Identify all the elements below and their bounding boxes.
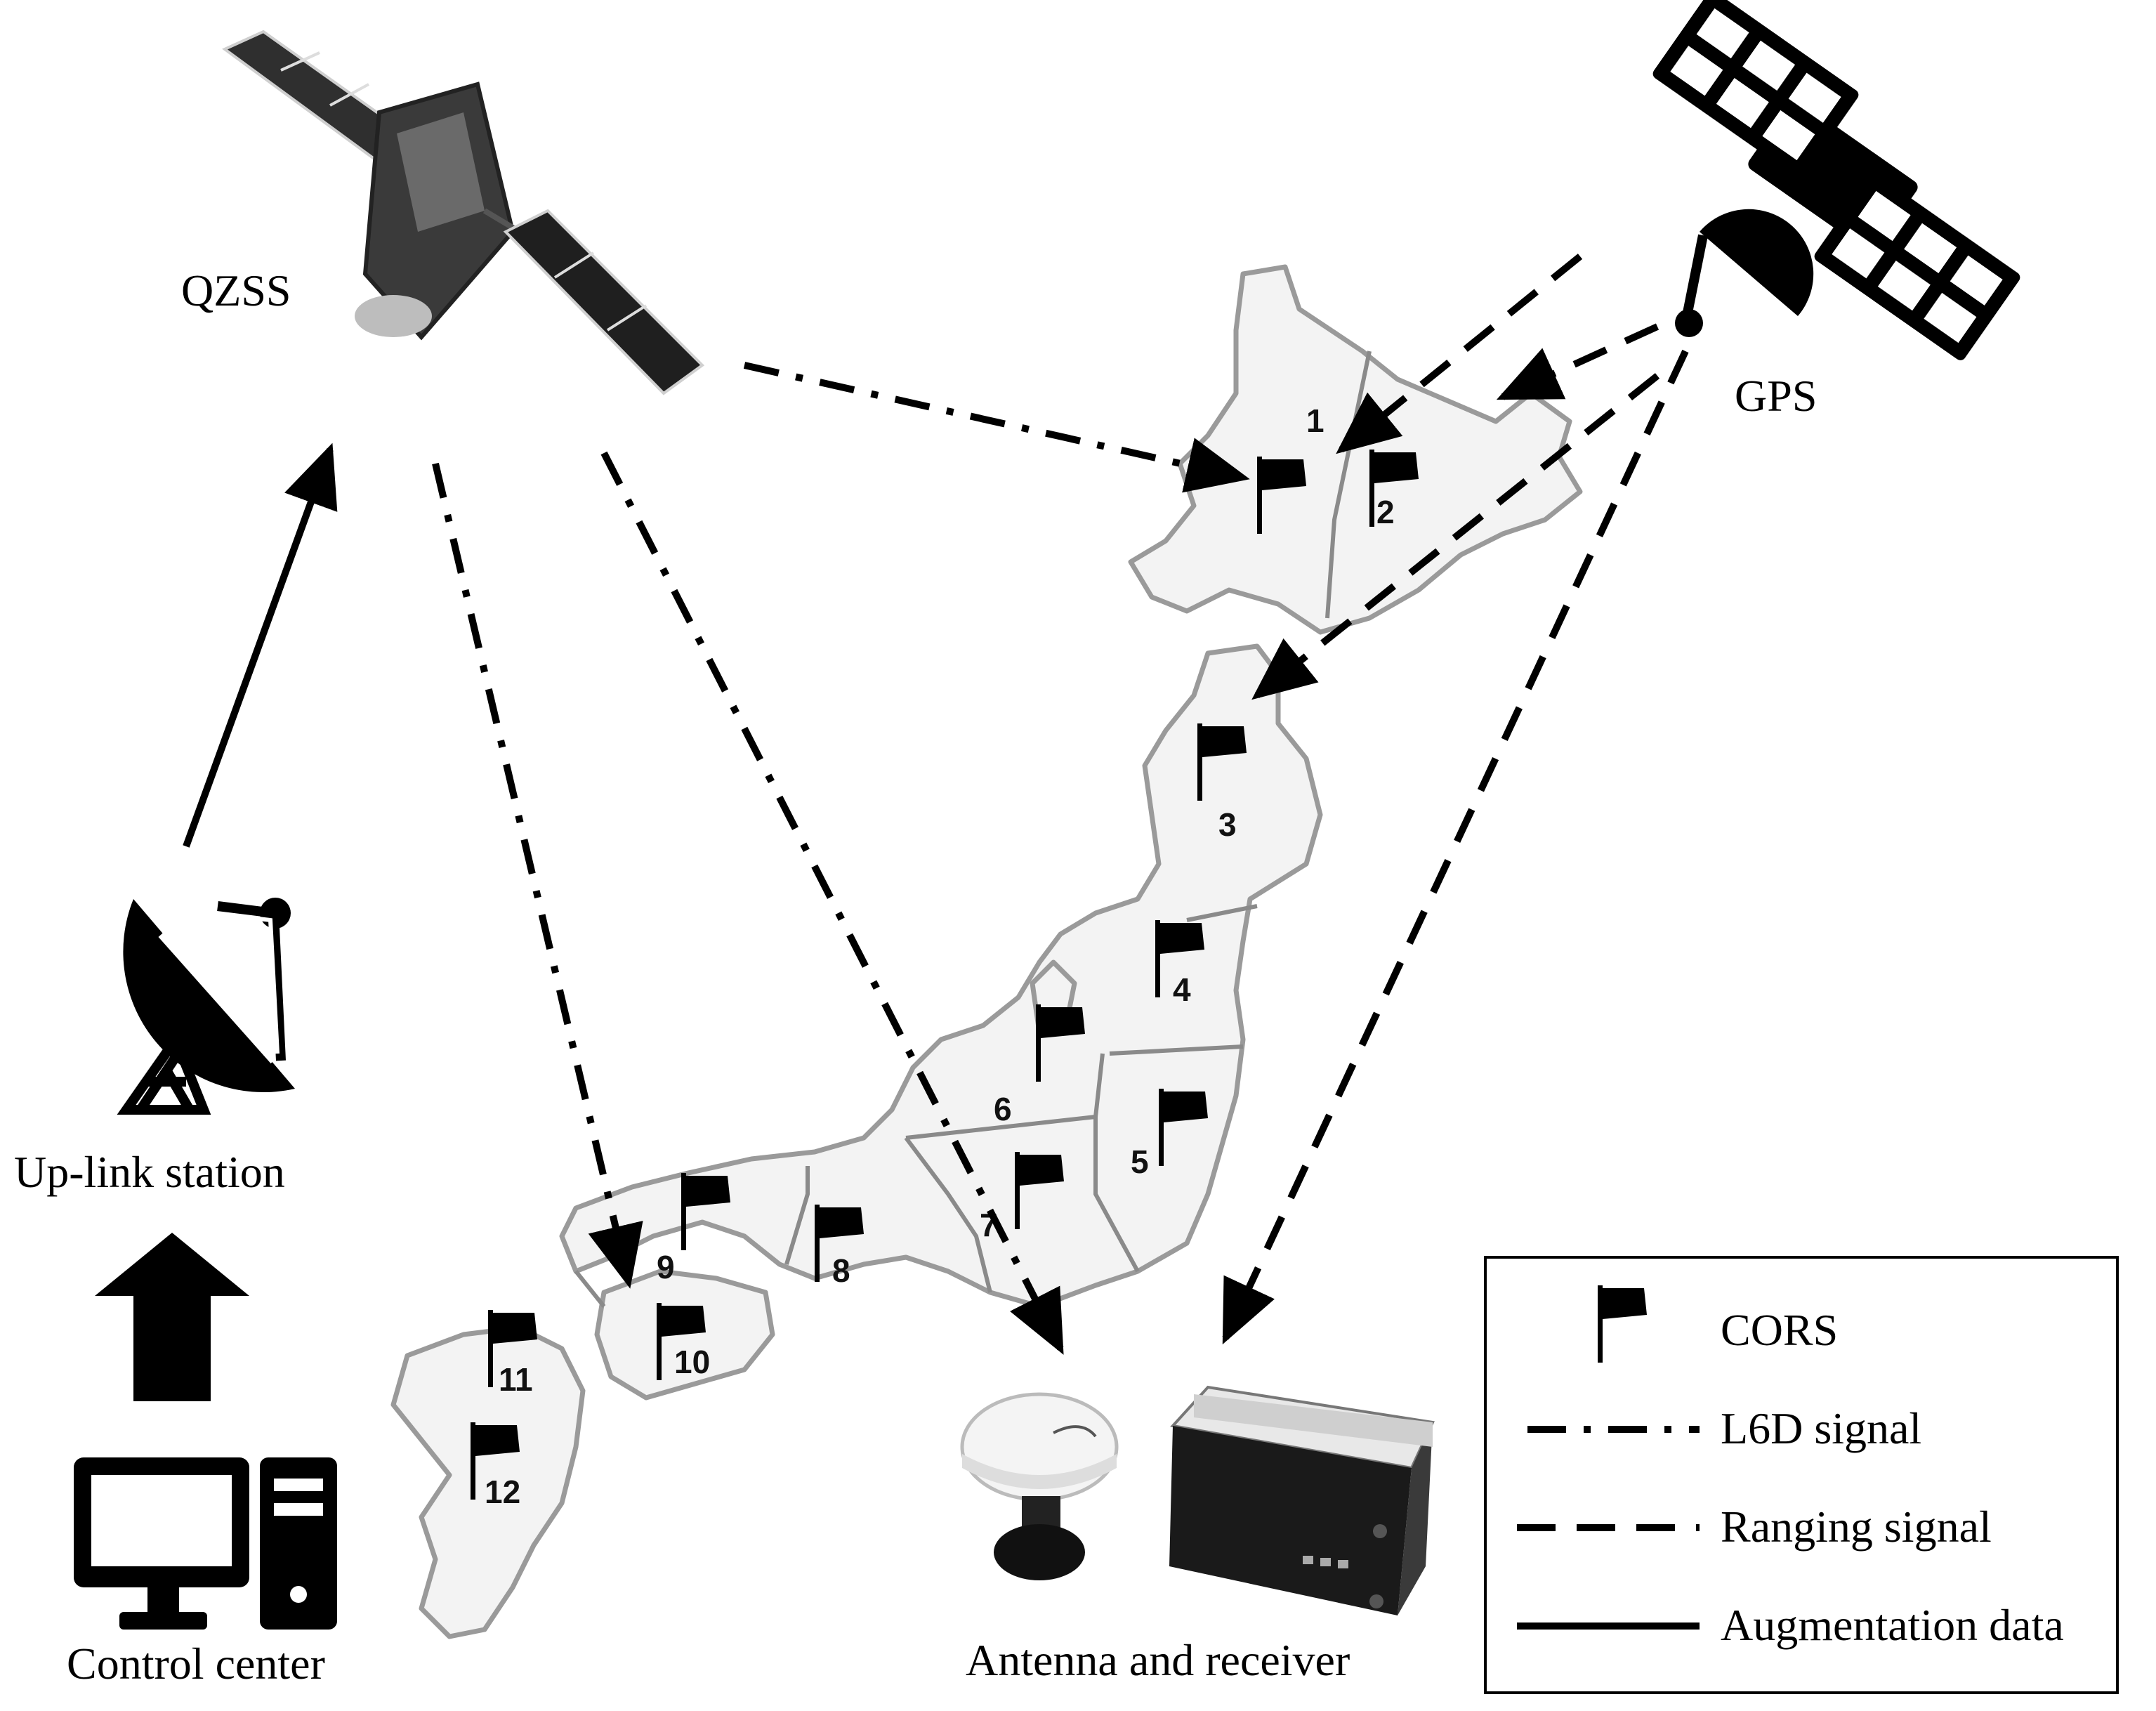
qzss-satellite-icon: [222, 29, 705, 395]
legend-ranging-label: Ranging signal: [1721, 1502, 1992, 1552]
map-shikoku: [594, 1268, 775, 1401]
map-hokkaido: [1128, 264, 1583, 635]
augmentation-arrow: [183, 442, 338, 848]
gnss-receiver-icon: [1169, 1385, 1435, 1615]
qzss-label: QZSS: [181, 266, 291, 315]
uplink-dish-icon: [117, 898, 295, 1115]
region-label: 4: [1173, 971, 1191, 1008]
data-transfer-arrow: [95, 1233, 249, 1401]
region-label: 1: [1306, 402, 1325, 439]
region-boundaries: [574, 350, 1372, 1308]
region-label: 10: [674, 1344, 710, 1380]
control-label: Control center: [67, 1639, 325, 1689]
ranging-signal-arrows: [1222, 254, 1689, 1345]
region-label: 11: [499, 1361, 533, 1398]
region-label: 9: [657, 1249, 675, 1285]
region-labels: 1 2 3 4 5 6 7 8 9 10 11 12: [485, 402, 1395, 1510]
legend-box: [1484, 1256, 2119, 1694]
legend-augmentation-label: Augmentation data: [1721, 1600, 2064, 1650]
l6d-signal-arrows: [432, 362, 1250, 1355]
computer-icon: [74, 1457, 337, 1630]
gps-label: GPS: [1735, 371, 1817, 421]
region-label: 8: [832, 1252, 850, 1289]
gnss-antenna-icon: [960, 1392, 1119, 1580]
antenna-receiver-label: Antenna and receiver: [966, 1635, 1350, 1685]
region-label: 12: [485, 1474, 520, 1510]
region-label: 3: [1218, 806, 1237, 843]
gps-satellite-icon: [1652, 0, 2020, 360]
uplink-label: Up-link station: [14, 1147, 285, 1197]
legend: CORS L6D signal Ranging signal Augmentat…: [1484, 1256, 2119, 1694]
map-honshu: [559, 643, 1323, 1309]
region-label: 2: [1376, 494, 1395, 530]
legend-l6d-label: L6D signal: [1721, 1403, 1921, 1453]
region-label: 5: [1131, 1143, 1149, 1180]
map-kyushu: [390, 1325, 586, 1639]
legend-cors-label: CORS: [1721, 1305, 1838, 1355]
region-label: 6: [994, 1091, 1012, 1127]
